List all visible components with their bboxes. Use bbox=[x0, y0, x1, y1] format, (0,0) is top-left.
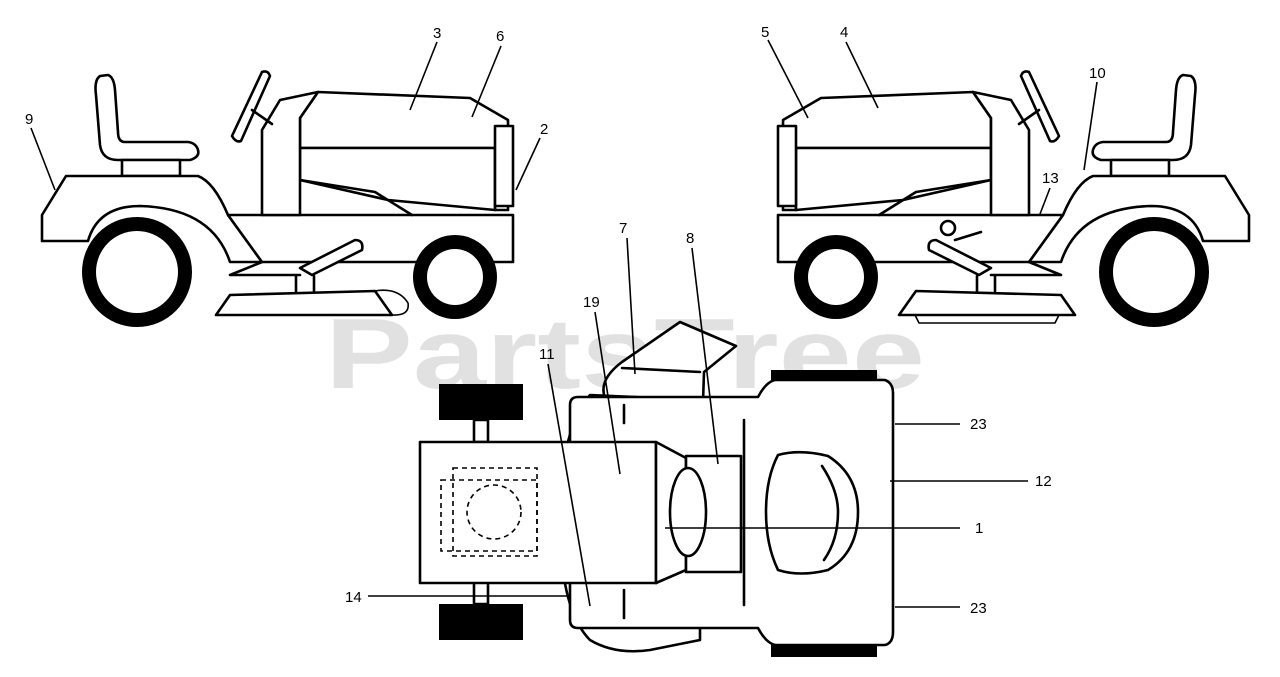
grille-left bbox=[493, 124, 515, 208]
callout-23-bottom: 23 bbox=[970, 600, 987, 617]
mower-deck-left bbox=[214, 289, 394, 317]
callout-2: 2 bbox=[540, 121, 548, 138]
hood-lower-left bbox=[298, 146, 497, 212]
callout-11: 11 bbox=[539, 346, 555, 363]
callout-9: 9 bbox=[25, 111, 33, 128]
seat-post-left bbox=[120, 158, 182, 178]
steering-wheel-left bbox=[230, 70, 272, 143]
callout-labels: 3 6 2 9 5 4 10 13 7 8 19 11 23 12 1 23 1… bbox=[25, 24, 1106, 617]
rear-tire-top-upper bbox=[439, 384, 523, 420]
callout-8: 8 bbox=[686, 230, 694, 247]
callout-10: 10 bbox=[1089, 65, 1106, 82]
callout-23-top: 23 bbox=[970, 416, 987, 433]
callout-6: 6 bbox=[496, 28, 504, 45]
callout-14: 14 bbox=[345, 589, 362, 606]
top-view-tractor bbox=[418, 320, 895, 657]
dash-tower-left bbox=[260, 90, 320, 217]
callout-13: 13 bbox=[1042, 170, 1059, 187]
callout-19: 19 bbox=[583, 294, 600, 311]
callout-3: 3 bbox=[433, 25, 441, 42]
rear-fender-left bbox=[40, 174, 264, 264]
pedal-left bbox=[298, 238, 364, 277]
rear-tire-top-lower bbox=[439, 604, 523, 640]
left-side-view-tractor bbox=[40, 70, 515, 327]
leader-lines bbox=[30, 39, 1098, 608]
callout-7: 7 bbox=[619, 220, 627, 237]
hood-top bbox=[764, 450, 860, 575]
seat-left bbox=[94, 73, 200, 162]
right-side-view-tractor bbox=[776, 70, 1251, 327]
callout-4: 4 bbox=[840, 24, 848, 41]
callout-12: 12 bbox=[1035, 473, 1052, 490]
steering-wheel-top bbox=[668, 466, 708, 558]
callout-5: 5 bbox=[761, 24, 769, 41]
callout-1: 1 bbox=[975, 520, 983, 537]
seat-top bbox=[418, 440, 658, 585]
